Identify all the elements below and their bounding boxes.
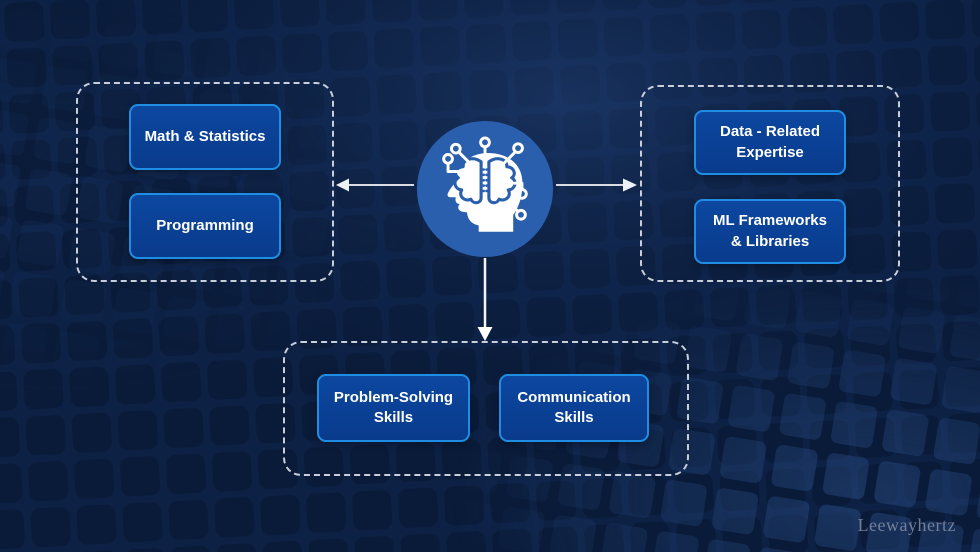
skill-box-data-related-expertise: Data - Related Expertise xyxy=(694,110,846,175)
skill-box-communication-skills: Communication Skills xyxy=(499,374,649,442)
skill-box-ml-frameworks-libraries: ML Frameworks & Libraries xyxy=(694,199,846,264)
skill-box-programming: Programming xyxy=(129,193,281,259)
skill-box-math-statistics: Math & Statistics xyxy=(129,104,281,170)
brand-watermark: Leewayhertz xyxy=(857,515,956,535)
skill-group-bottom: Problem-Solving Skills Communication Ski… xyxy=(283,341,689,476)
skill-group-left: Math & Statistics Programming xyxy=(76,82,334,282)
skill-box-problem-solving-skills: Problem-Solving Skills xyxy=(317,374,470,442)
ai-head-circuit-icon xyxy=(415,119,555,259)
skill-group-right: Data - Related Expertise ML Frameworks &… xyxy=(640,85,900,282)
